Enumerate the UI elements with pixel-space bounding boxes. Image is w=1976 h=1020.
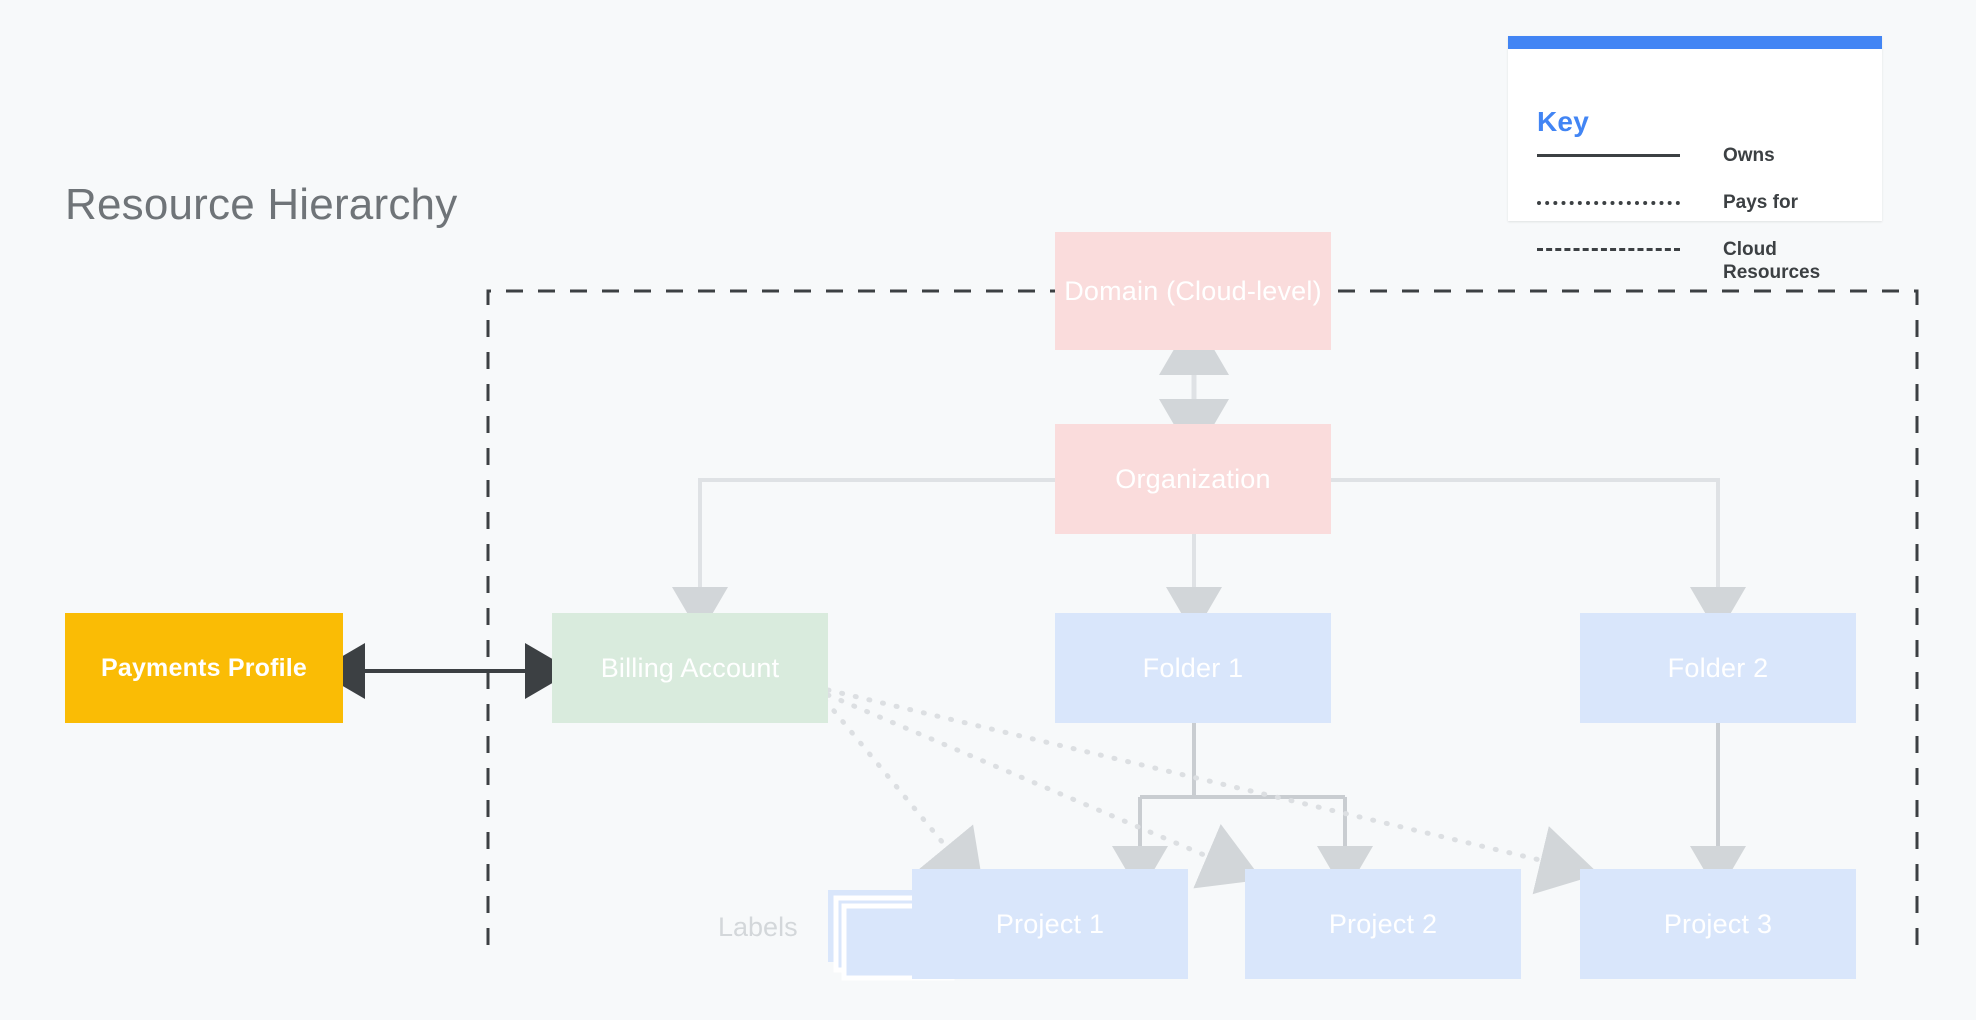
node-billing-account-label: Billing Account: [600, 652, 780, 683]
node-organization-label: Organization: [1115, 463, 1271, 494]
key-item-cloud-resources-label: Cloud Resources: [1723, 239, 1821, 283]
node-project-3-label: Project 3: [1663, 908, 1773, 939]
node-domain-label: Domain (Cloud-level): [1064, 275, 1322, 306]
dotted-line-icon: [1537, 191, 1680, 213]
key-item-pays-for-label: Pays for: [1723, 192, 1798, 213]
key-item-owns-label: Owns: [1723, 145, 1775, 166]
node-folder-1-label: Folder 1: [1142, 652, 1244, 683]
key-item-owns: Owns: [1537, 144, 1857, 170]
node-project-2-label: Project 2: [1328, 908, 1438, 939]
edge-organization-folder2: [1331, 478, 1746, 635]
key-accent-bar: [1508, 36, 1882, 49]
page-title: Resource Hierarchy: [65, 180, 458, 229]
node-project-3[interactable]: Project 3: [1580, 869, 1856, 979]
edge-organization-billing: [672, 478, 1055, 635]
node-project-1[interactable]: Project 1: [912, 869, 1188, 979]
node-payments-profile[interactable]: Payments Profile: [65, 613, 343, 723]
node-billing-account[interactable]: Billing Account: [552, 613, 828, 723]
node-folder-2-label: Folder 2: [1667, 652, 1769, 683]
key-heading: Key: [1537, 106, 1589, 137]
labels-annotation: Labels: [718, 912, 798, 942]
edge-folder1-projects: [1138, 722, 1347, 862]
node-payments-profile-label: Payments Profile: [100, 653, 308, 682]
key-legend-card: Key Owns Pays for Cloud Resources: [1508, 36, 1882, 283]
key-item-list: Owns Pays for Cloud Resources: [1537, 144, 1857, 285]
solid-line-icon: [1537, 144, 1680, 166]
node-organization[interactable]: Organization: [1055, 424, 1331, 534]
dashed-line-icon: [1537, 238, 1680, 260]
edge-billing-project1-paysfor: [822, 697, 985, 893]
key-item-cloud-resources: Cloud Resources: [1537, 238, 1857, 283]
node-folder-2[interactable]: Folder 2: [1580, 613, 1856, 723]
key-item-pays-for: Pays for: [1537, 191, 1857, 217]
node-project-2[interactable]: Project 2: [1245, 869, 1521, 979]
node-domain[interactable]: Domain (Cloud-level): [1055, 232, 1331, 350]
node-project-1-label: Project 1: [995, 908, 1105, 939]
node-folder-1[interactable]: Folder 1: [1055, 613, 1331, 723]
